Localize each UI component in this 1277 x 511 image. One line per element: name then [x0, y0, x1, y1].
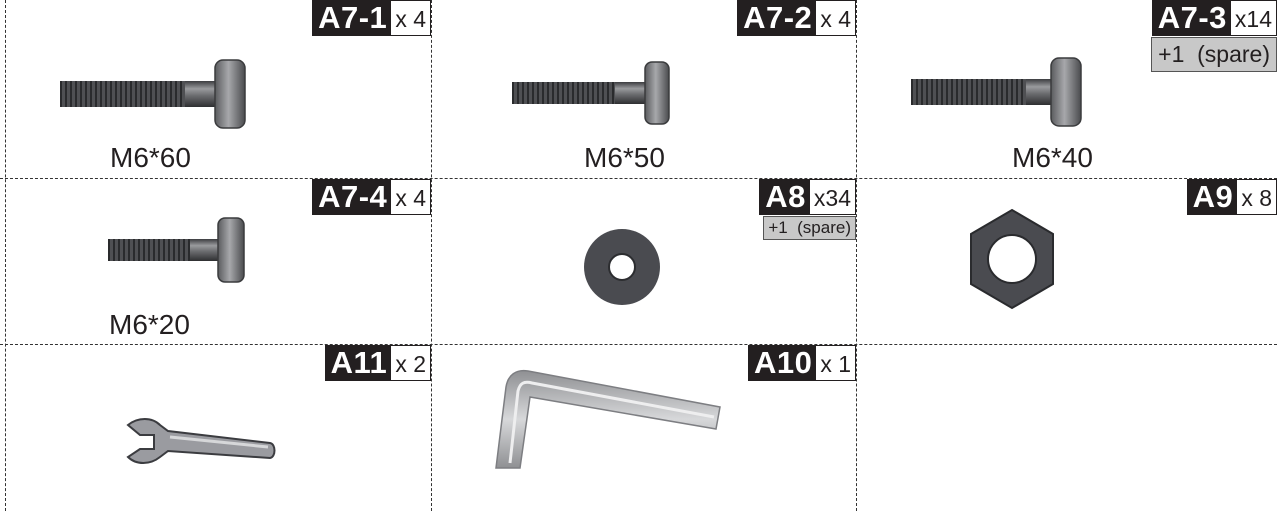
- part-code: A7-3: [1151, 0, 1231, 36]
- part-cell-a11: A11 x 2: [6, 345, 431, 511]
- part-code: A7-1: [312, 0, 392, 36]
- part-cell-a10: A10 x 1: [432, 345, 856, 511]
- hex-socket-bolt-icon: [911, 57, 1082, 127]
- hex-nut-icon: [970, 208, 1054, 310]
- bolt-size-label: M6*20: [109, 309, 190, 340]
- part-tag: A8 x34: [759, 179, 856, 215]
- part-quantity: x14: [1230, 0, 1277, 36]
- part-code: A9: [1186, 179, 1238, 215]
- part-code: A7-2: [737, 0, 817, 36]
- part-cell-a7-2: A7-2 x 4 M6*50: [432, 0, 856, 178]
- part-quantity: x 4: [391, 0, 431, 36]
- grid-divider-vertical: [431, 0, 432, 511]
- grid-divider-horizontal: [0, 344, 1277, 345]
- part-tag: A7-1 x 4: [312, 0, 431, 36]
- part-tag: A11 x 2: [324, 345, 431, 381]
- part-quantity: x 8: [1237, 179, 1277, 215]
- part-quantity: x34: [809, 179, 856, 215]
- part-quantity: x 4: [391, 179, 431, 215]
- part-quantity: x 1: [816, 345, 856, 381]
- part-code: A7-4: [312, 179, 392, 215]
- part-cell-a7-3: A7-3 x14 +1 (spare) M6*40: [857, 0, 1277, 178]
- spare-badge: +1 (spare): [1151, 37, 1277, 72]
- bolt-size-label: M6*50: [584, 142, 665, 173]
- hex-socket-bolt-icon: [512, 61, 670, 125]
- bolt-size-label: M6*40: [1012, 142, 1093, 173]
- part-tag: A9 x 8: [1186, 179, 1277, 215]
- bolt-size-label: M6*60: [110, 142, 191, 173]
- empty-cell: [857, 345, 1277, 511]
- part-tag: A7-3 x14: [1151, 0, 1277, 36]
- part-tag: A7-2 x 4: [737, 0, 856, 36]
- part-cell-a7-1: A7-1 x 4 M6*60: [6, 0, 431, 178]
- grid-divider-vertical: [5, 0, 6, 511]
- flat-washer-icon: [584, 229, 660, 305]
- hex-socket-bolt-icon: [108, 217, 245, 283]
- part-code: A11: [324, 345, 392, 381]
- part-cell-a9: A9 x 8: [857, 179, 1277, 344]
- part-code: A8: [759, 179, 810, 215]
- allen-key-icon: [495, 369, 721, 469]
- part-cell-a7-4: A7-4 x 4 M6*20: [6, 179, 431, 344]
- part-tag: A7-4 x 4: [312, 179, 431, 215]
- grid-divider-vertical: [856, 0, 857, 511]
- grid-divider-horizontal: [0, 178, 1277, 179]
- spare-badge: +1 (spare): [763, 216, 856, 240]
- hex-socket-bolt-icon: [60, 59, 246, 129]
- part-code: A10: [747, 345, 817, 381]
- open-end-wrench-icon: [126, 418, 276, 464]
- part-quantity: x 2: [391, 345, 431, 381]
- part-tag: A10 x 1: [747, 345, 856, 381]
- part-quantity: x 4: [816, 0, 856, 36]
- part-cell-a8: A8 x34 +1 (spare): [432, 179, 856, 344]
